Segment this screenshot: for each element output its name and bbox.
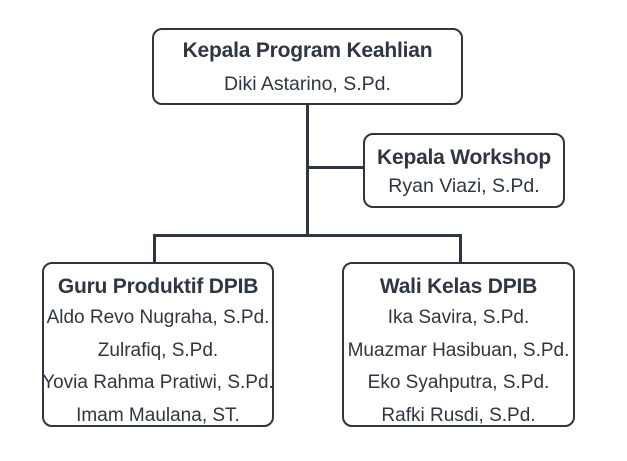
node-title: Kepala Workshop	[377, 146, 551, 169]
node-title: Wali Kelas DPIB	[379, 275, 538, 298]
node-person-name: Diki Astarino, S.Pd.	[224, 73, 391, 95]
member-name: Aldo Revo Nugraha, S.Pd.	[46, 307, 270, 328]
node-title: Kepala Program Keahlian	[182, 39, 433, 62]
member-name: Eko Syahputra, S.Pd.	[367, 372, 550, 393]
node-kepala-program-keahlian: Kepala Program Keahlian Diki Astarino, S…	[152, 28, 463, 105]
connector-right-drop	[459, 234, 462, 263]
member-name: Muazmar Hasibuan, S.Pd.	[347, 339, 570, 361]
member-name: Imam Maulana, ST.	[76, 404, 240, 426]
node-title: Guru Produktif DPIB	[57, 275, 259, 298]
node-guru-produktif-dpib: Guru Produktif DPIB Aldo Revo Nugraha, S…	[42, 262, 274, 427]
node-wali-kelas-dpib: Wali Kelas DPIB Ika Savira, S.Pd. Muazma…	[342, 262, 575, 427]
member-name: Yovia Rahma Pratiwi, S.Pd.	[42, 372, 274, 393]
member-name: Zulrafiq, S.Pd.	[97, 339, 219, 361]
node-kepala-workshop: Kepala Workshop Ryan Viazi, S.Pd.	[363, 133, 565, 208]
connector-trunk-vertical	[306, 105, 309, 237]
connector-horizontal-bar	[153, 234, 462, 237]
connector-workshop-branch	[308, 166, 363, 169]
member-name: Rafki Rusdi, S.Pd.	[381, 404, 536, 426]
node-person-name: Ryan Viazi, S.Pd.	[388, 175, 540, 197]
member-name: Ika Savira, S.Pd.	[387, 307, 530, 328]
connector-left-drop	[153, 234, 156, 263]
